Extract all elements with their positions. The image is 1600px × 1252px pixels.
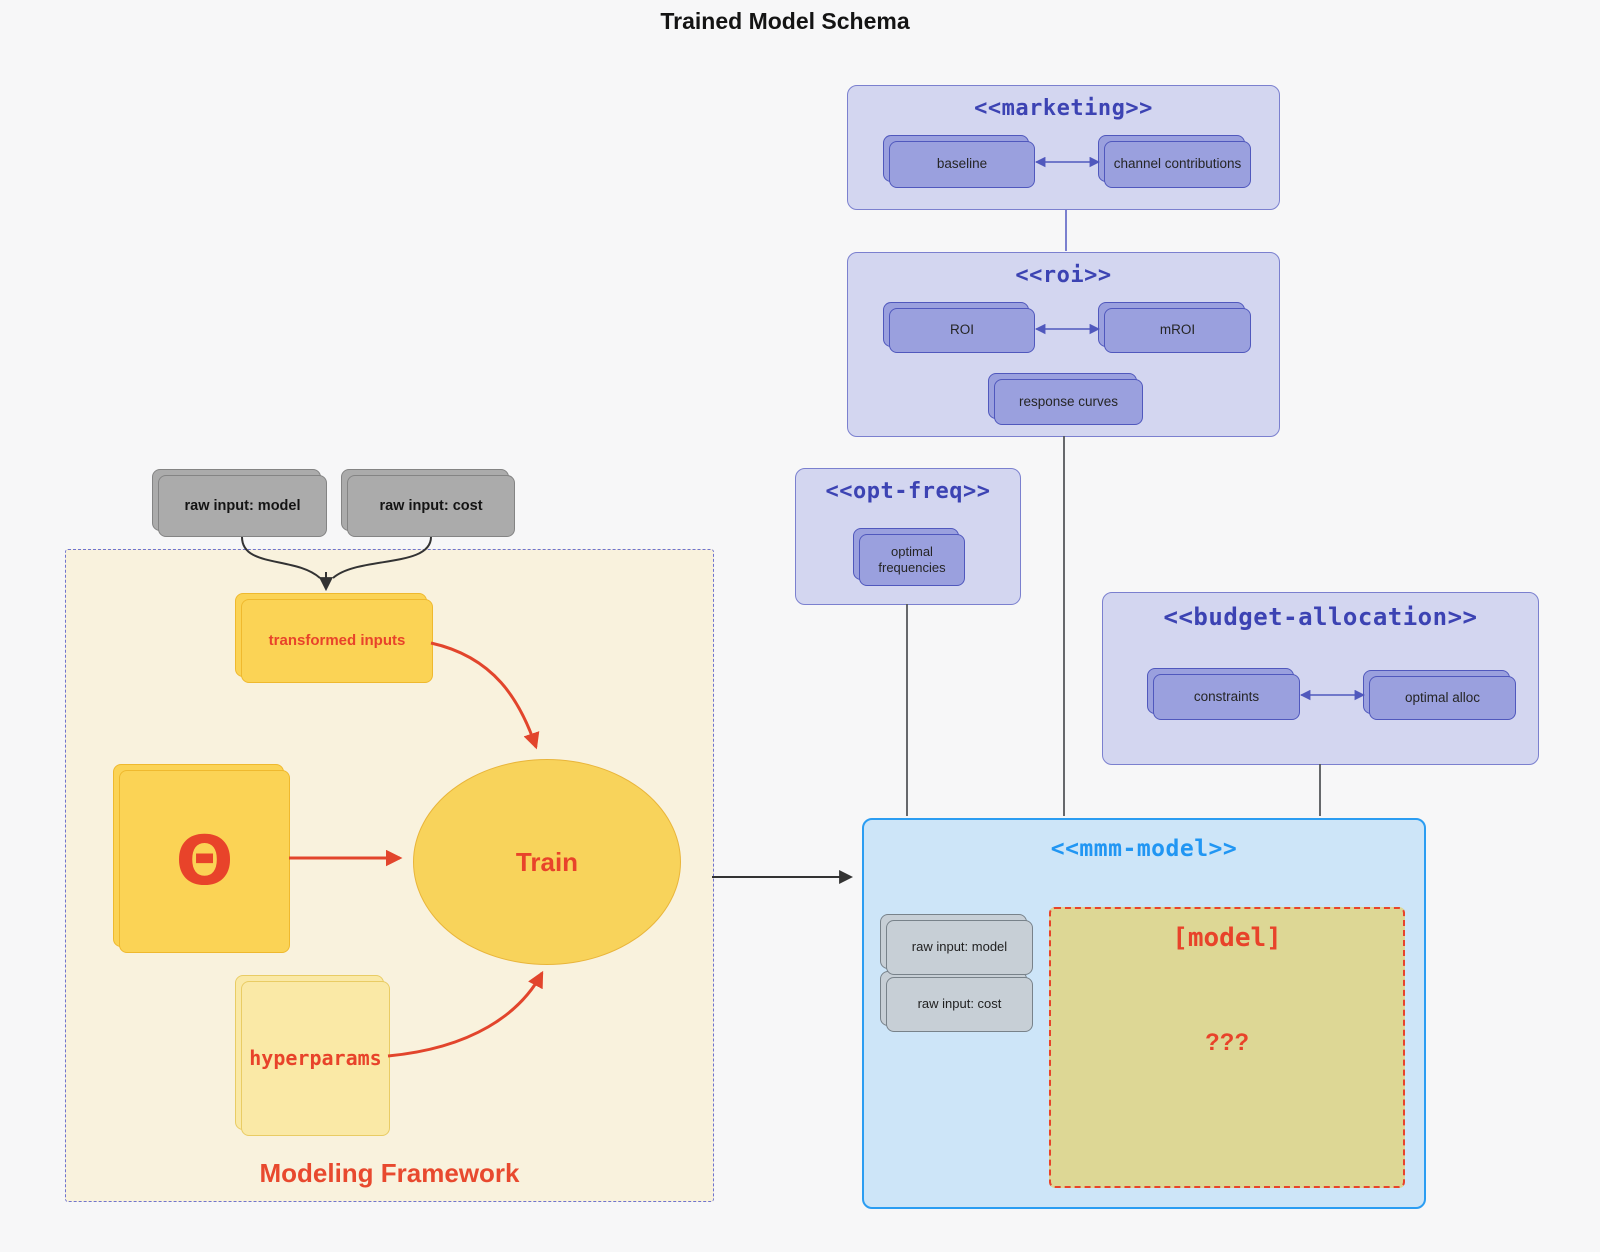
budget-allocation-title: <<budget-allocation>> — [1163, 603, 1478, 631]
node-theta-label: Θ — [175, 822, 234, 901]
node-baseline-label: baseline — [936, 156, 988, 172]
node-transformed-inputs-label: transformed inputs — [268, 631, 406, 649]
mmm-model-title: <<mmm-model>> — [1050, 836, 1238, 862]
node-channel-contributions-label: channel contributions — [1113, 156, 1242, 172]
diagram-title: Trained Model Schema — [660, 8, 910, 34]
node-raw-input-model-label: raw input: model — [184, 497, 301, 514]
node-optimal-alloc-label: optimal alloc — [1404, 689, 1481, 705]
node-raw-input-cost-label: raw input: cost — [379, 497, 483, 514]
node-hyperparams-label: hyperparams — [249, 1046, 382, 1070]
node-constraints: constraints — [1147, 668, 1300, 720]
opt-freq-container: <<opt-freq>> optimal frequencies — [795, 468, 1021, 605]
node-optimal-frequencies-label: optimal frequencies — [878, 543, 946, 575]
node-channel-contributions: channel contributions — [1098, 135, 1251, 188]
opt-freq-title: <<opt-freq>> — [825, 479, 991, 504]
node-baseline: baseline — [883, 135, 1035, 188]
model-placeholder-box: [model] ??? — [1049, 907, 1405, 1188]
node-raw-input-model: raw input: model — [152, 469, 327, 537]
node-response-curves-label: response curves — [1018, 393, 1119, 409]
roi-container: <<roi>> ROI mROI response curves — [847, 252, 1280, 437]
model-placeholder-unknown: ??? — [1205, 1029, 1249, 1056]
node-mmm-raw-input-model-label: raw input: model — [911, 939, 1008, 955]
node-optimal-frequencies: optimal frequencies — [853, 528, 965, 586]
node-roi-label: ROI — [949, 322, 974, 338]
node-raw-input-cost: raw input: cost — [341, 469, 515, 537]
node-transformed-inputs: transformed inputs — [235, 593, 433, 683]
budget-allocation-container: <<budget-allocation>> constraints optima… — [1102, 592, 1539, 765]
modeling-framework-label: Modeling Framework — [259, 1158, 520, 1188]
model-placeholder-title: [model] — [1172, 923, 1282, 953]
node-constraints-label: constraints — [1193, 688, 1260, 704]
node-train-label: Train — [515, 846, 579, 877]
modeling-framework-container: transformed inputs Θ Train hyperparams M… — [65, 549, 714, 1202]
node-response-curves: response curves — [988, 373, 1143, 425]
marketing-container: <<marketing>> baseline channel contribut… — [847, 85, 1280, 210]
node-mmm-raw-input-model: raw input: model — [880, 914, 1033, 975]
node-mroi-label: mROI — [1159, 322, 1196, 338]
node-mmm-raw-input-cost: raw input: cost — [880, 971, 1033, 1032]
node-optimal-alloc: optimal alloc — [1363, 670, 1516, 720]
marketing-title: <<marketing>> — [974, 96, 1153, 121]
node-roi: ROI — [883, 302, 1035, 353]
mmm-model-container: <<mmm-model>> raw input: model raw input… — [862, 818, 1426, 1209]
node-theta: Θ — [113, 764, 290, 953]
node-train: Train — [413, 759, 681, 965]
roi-title: <<roi>> — [1015, 263, 1112, 288]
node-mroi: mROI — [1098, 302, 1251, 353]
node-mmm-raw-input-cost-label: raw input: cost — [917, 996, 1002, 1012]
node-hyperparams: hyperparams — [235, 975, 390, 1136]
